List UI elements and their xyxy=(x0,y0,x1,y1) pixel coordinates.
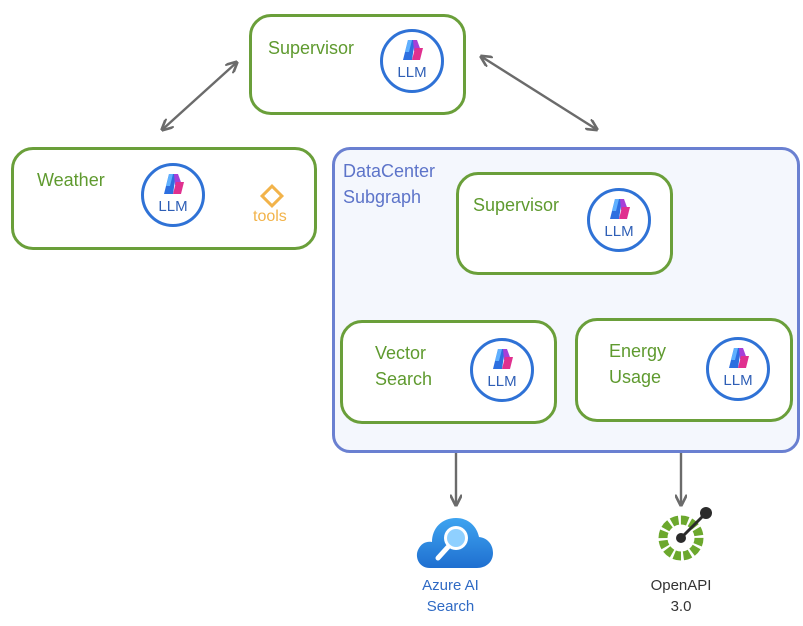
azure-search-cloud-icon xyxy=(416,518,493,568)
dc-supervisor-llm-badge: LLM xyxy=(587,188,651,252)
llm-badge-text: LLM xyxy=(723,372,753,389)
datacenter-subgraph-label: DataCenter Subgraph xyxy=(343,161,436,207)
arrow-supervisor-weather xyxy=(163,63,236,129)
energy-usage-llm-badge: LLM xyxy=(706,337,770,401)
energy-usage-label: Energy Usage xyxy=(609,341,667,387)
azure-openai-icon xyxy=(493,349,513,369)
arrow-supervisor-datacenter xyxy=(482,57,596,129)
openapi-label: OpenAPI 3.0 xyxy=(650,577,712,615)
llm-badge-text: LLM xyxy=(487,373,517,390)
tools-diamond-icon xyxy=(259,183,285,209)
weather-llm-badge: LLM xyxy=(141,163,205,227)
azure-openai-icon xyxy=(610,199,630,219)
azure-openai-icon xyxy=(164,174,184,194)
dc-supervisor-node[interactable]: Supervisor LLM xyxy=(456,172,673,275)
vector-search-llm-badge: LLM xyxy=(470,338,534,402)
azure-ai-search-label: Azure AI Search xyxy=(422,577,479,615)
top-supervisor-label: Supervisor xyxy=(268,38,355,58)
llm-badge-text: LLM xyxy=(604,223,634,240)
azure-openai-icon xyxy=(729,348,749,368)
dc-supervisor-label: Supervisor xyxy=(473,195,560,215)
tools-label: tools xyxy=(253,208,287,225)
azure-openai-icon xyxy=(403,40,423,60)
top-supervisor-llm-badge: LLM xyxy=(380,29,444,93)
top-supervisor-node[interactable]: Supervisor LLM xyxy=(249,14,466,115)
weather-node[interactable]: Weather LLM tools xyxy=(11,147,317,250)
llm-badge-text: LLM xyxy=(158,198,188,215)
energy-usage-node[interactable]: Energy Usage LLM xyxy=(575,318,793,422)
weather-label: Weather xyxy=(37,170,105,190)
vector-search-label: Vector Search xyxy=(375,343,433,389)
openapi-logo-icon xyxy=(658,507,712,561)
llm-badge-text: LLM xyxy=(397,64,427,81)
vector-search-node[interactable]: Vector Search LLM xyxy=(340,320,557,424)
